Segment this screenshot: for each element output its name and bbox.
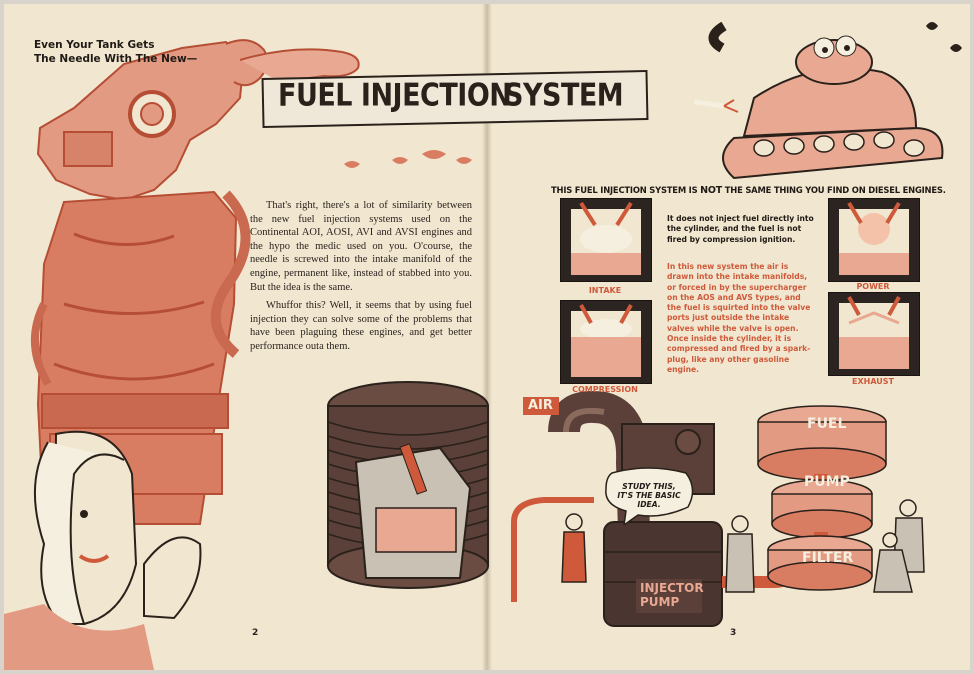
fuel-system-diagram bbox=[511, 391, 925, 627]
paragraph-1: That's right, there's a lot of similarit… bbox=[250, 200, 472, 293]
injector-pump-label-box bbox=[636, 579, 702, 613]
title-system: SYSTEM bbox=[504, 77, 624, 114]
pump-label: PUMP bbox=[804, 474, 850, 490]
description-not-direct: It does not inject fuel directly into th… bbox=[667, 214, 814, 244]
paragraph-2: Whuffor this? Well, it seems that by usi… bbox=[250, 300, 472, 352]
page-number-right: 3 bbox=[730, 628, 737, 638]
page-gutter bbox=[482, 4, 492, 670]
stroke-label-exhaust: EXHAUST bbox=[852, 377, 894, 386]
speech-text: STUDY THIS, IT'S THE BASIC IDEA. bbox=[617, 482, 681, 509]
booklet-spread: STUDY THIS, IT'S THE BASIC IDEA. Even Yo… bbox=[4, 4, 970, 670]
cylinder-cutaway-illustration bbox=[327, 381, 489, 589]
kicker-line-2: The Needle With The New— bbox=[34, 53, 198, 65]
stroke-diagram-compression bbox=[560, 300, 652, 384]
description-new-system: In this new system the air is drawn into… bbox=[667, 262, 811, 374]
diesel-note: THIS FUEL INJECTION SYSTEM IS NOT THE SA… bbox=[551, 185, 946, 196]
title-fuel-injection: FUEL INJECTION bbox=[278, 77, 512, 114]
body-text: That's right, there's a lot of similarit… bbox=[250, 199, 472, 359]
fuel-label: FUEL bbox=[807, 416, 847, 432]
injector-pump-label-line-2: PUMP bbox=[640, 595, 680, 609]
tank-illustration bbox=[694, 21, 962, 180]
engine-arm-illustration bbox=[4, 39, 472, 670]
kicker-line-1: Even Your Tank Gets bbox=[34, 39, 155, 51]
diesel-note-after: THE SAME THING YOU FIND ON DIESEL ENGINE… bbox=[722, 185, 946, 195]
stroke-diagram-power bbox=[828, 198, 920, 282]
stroke-label-intake: INTAKE bbox=[588, 286, 622, 295]
diesel-note-before: THIS FUEL INJECTION SYSTEM IS bbox=[551, 185, 701, 195]
stroke-label-power: POWER bbox=[856, 282, 890, 291]
air-label: AIR bbox=[528, 398, 553, 413]
page-number-left: 2 bbox=[252, 628, 259, 638]
kicker-text: Even Your Tank Gets The Needle With The … bbox=[34, 38, 197, 66]
injector-pump-label-line-1: INJECTOR bbox=[640, 581, 704, 595]
filter-label: FILTER bbox=[802, 550, 854, 566]
diesel-note-emphasis: NOT bbox=[700, 185, 723, 196]
stroke-diagram-exhaust bbox=[828, 292, 920, 376]
injector-pump-label: INJECTOR PUMP bbox=[640, 581, 704, 609]
stroke-diagram-intake bbox=[560, 198, 652, 282]
air-label-box bbox=[523, 397, 559, 415]
stroke-label-compression: COMPRESSION bbox=[572, 385, 638, 394]
speech-bubble bbox=[605, 467, 694, 525]
